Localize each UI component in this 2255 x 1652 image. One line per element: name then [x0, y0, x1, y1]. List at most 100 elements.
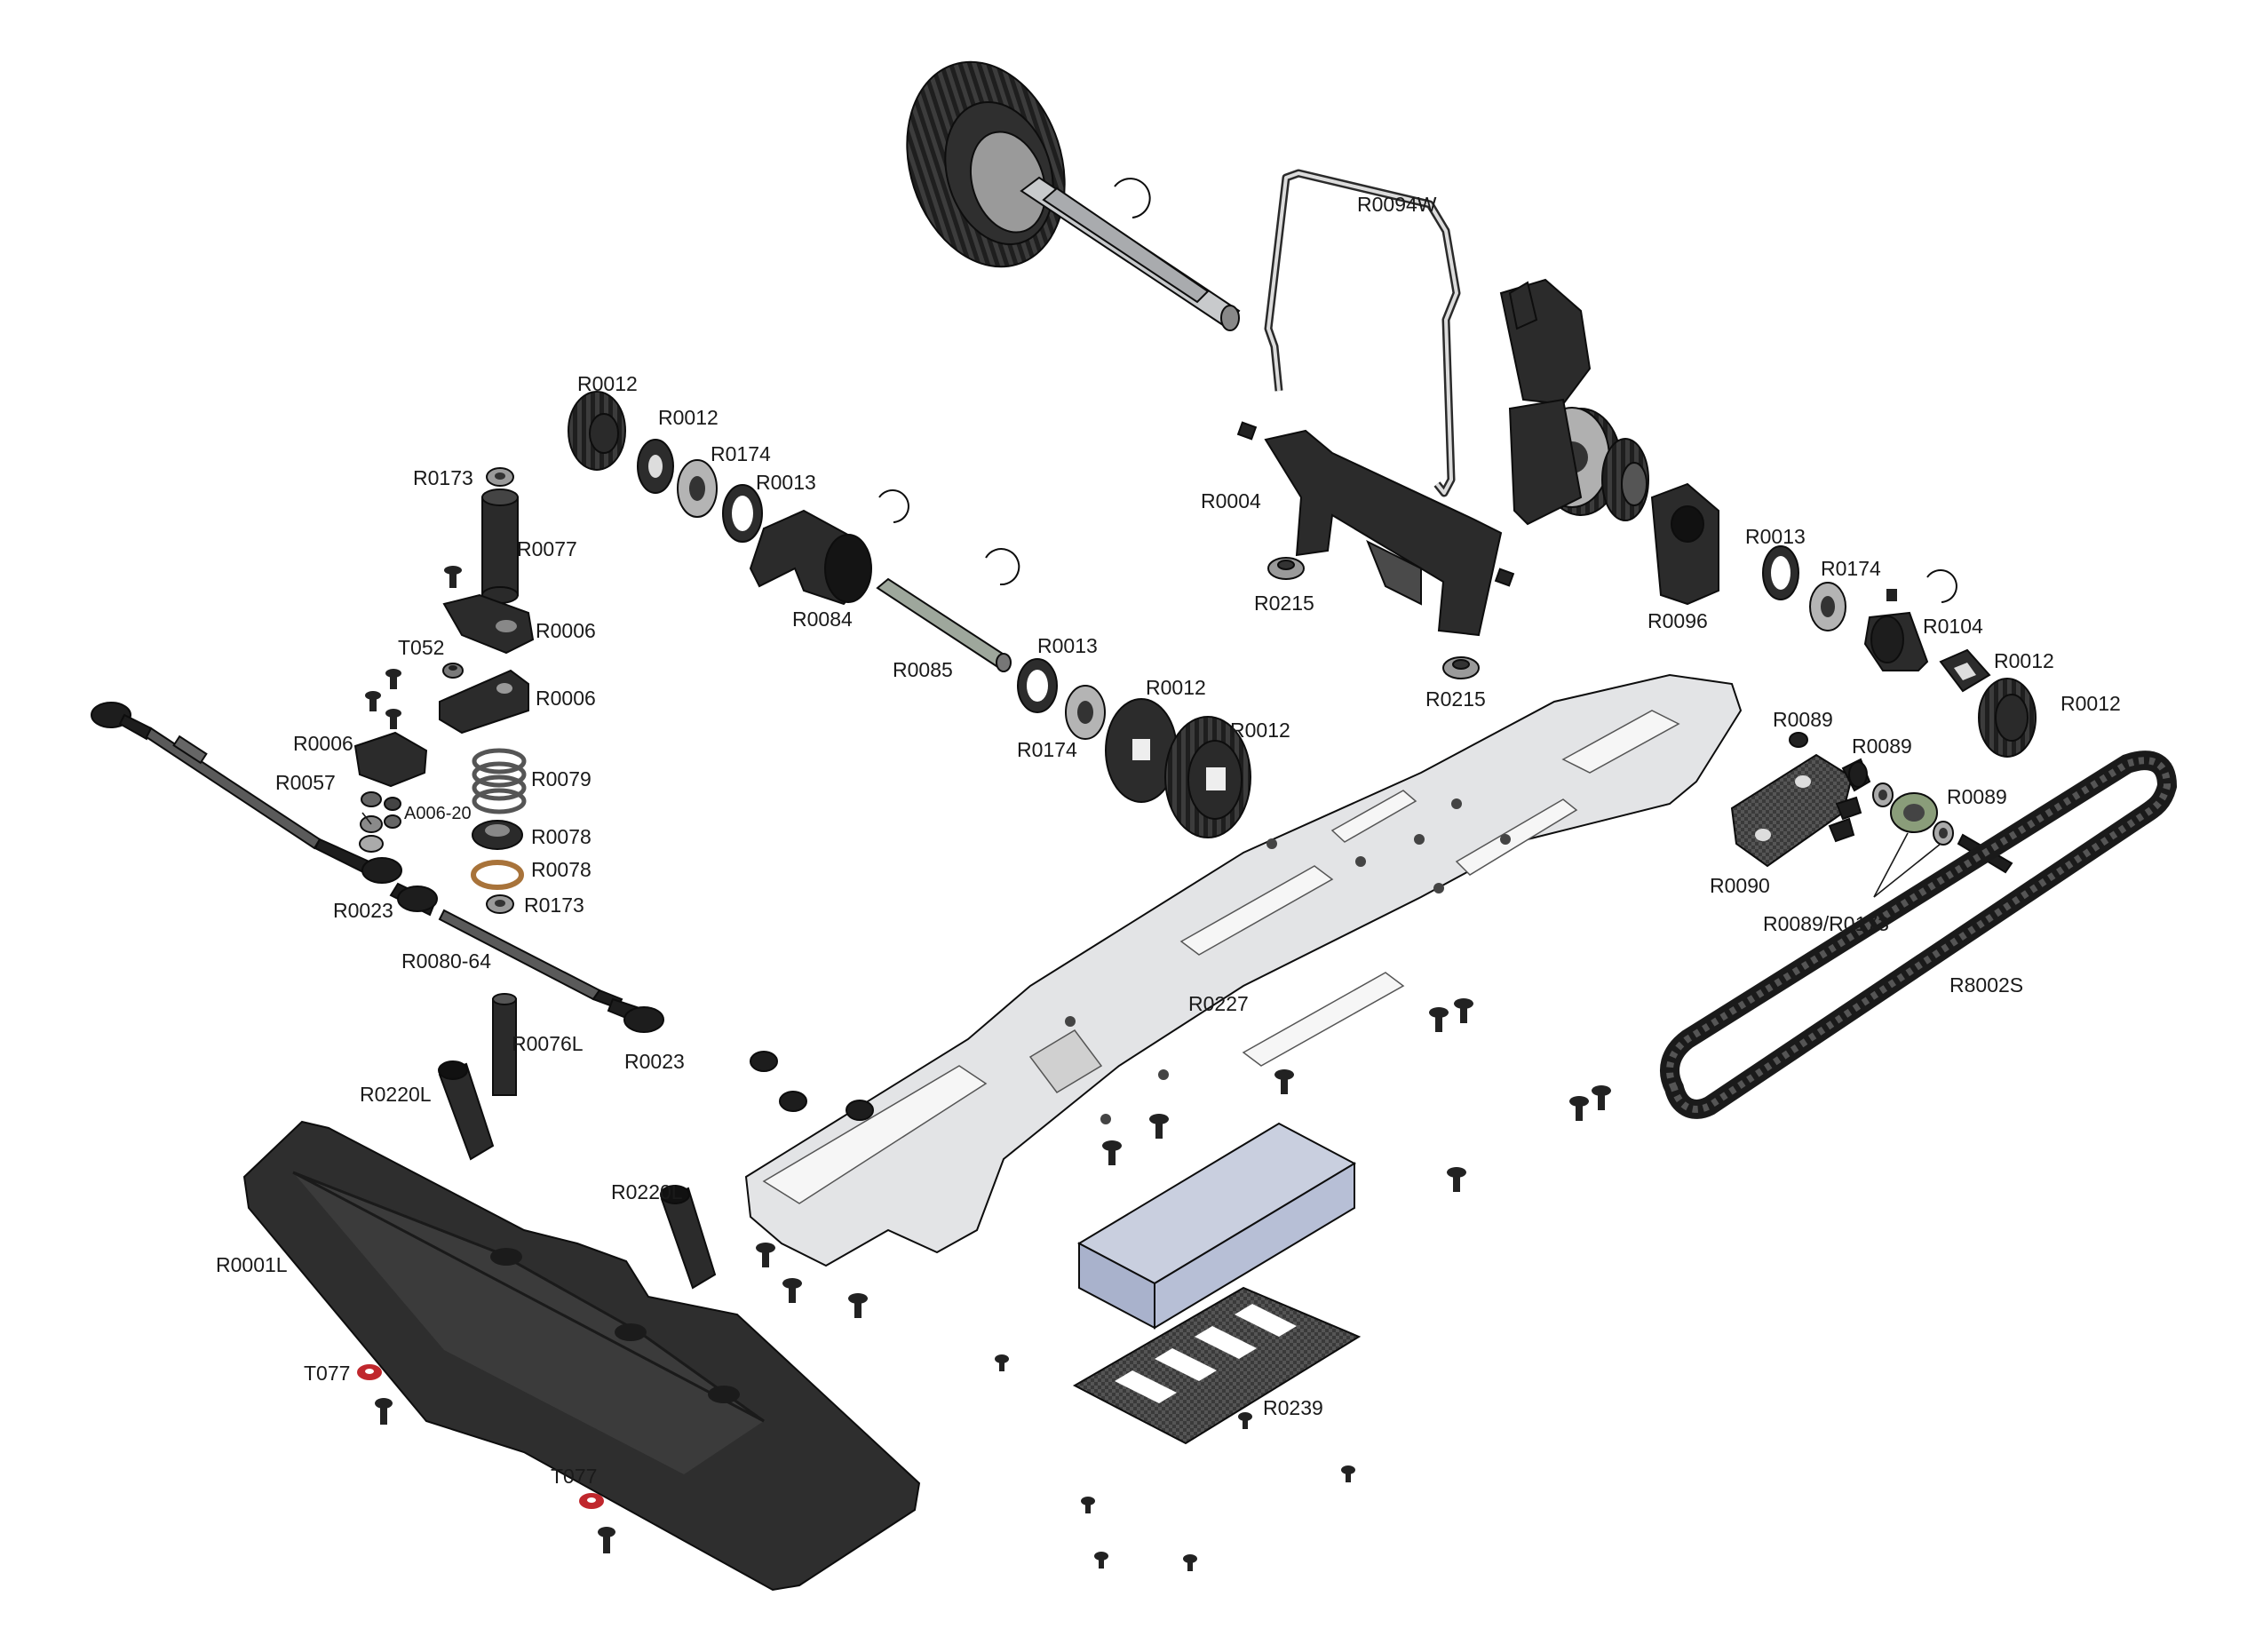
label-r0173-a: R0173: [413, 466, 473, 489]
timing-belt-r8002s: [1660, 751, 2178, 1119]
bearing-r0215-a: [1267, 557, 1305, 580]
label-r0084: R0084: [792, 608, 853, 631]
label-r0174-c: R0174: [1821, 557, 1881, 580]
label-r0012-a: R0012: [577, 372, 638, 395]
washer-r0078: [471, 860, 524, 890]
bearing-r0174-right: [1809, 582, 1846, 631]
chassis-plate-r0227: [744, 673, 1743, 1267]
label-r0012-f: R0012: [2060, 692, 2121, 715]
nut-r0078: [472, 820, 523, 850]
label-a006-20: A006-20: [404, 804, 472, 823]
label-r0215-b: R0215: [1425, 687, 1486, 711]
chassis-screw-icons: [756, 998, 1611, 1571]
label-r0104: R0104: [1923, 615, 1983, 638]
label-r0090: R0090: [1710, 874, 1770, 897]
label-r8002s: R8002S: [1949, 973, 2023, 997]
pulley-r0012-mid: [1164, 716, 1251, 838]
shaft-r0085: [876, 577, 1012, 672]
e-clip-icon-right: [1926, 569, 1957, 603]
tie-rod-upper: [91, 702, 402, 884]
nut-t052: [442, 663, 464, 679]
label-r0089-b: R0089: [1852, 735, 1912, 758]
rear-bulkhead: [1236, 421, 1515, 637]
label-t077-a: T077: [304, 1362, 350, 1385]
e-clip-icon: [1114, 178, 1151, 218]
label-r0078-a: R0078: [531, 825, 592, 848]
ballstud-r0057: [359, 791, 384, 853]
seal-r0013-left: [722, 484, 763, 543]
label-r0004: R0004: [1201, 489, 1261, 512]
layshaft-pulley-assembly: [1499, 278, 1649, 526]
e-clip-icon-mid: [985, 548, 1020, 586]
label-r0023-b: R0023: [624, 1050, 685, 1073]
label-r0089-a: R0089: [1773, 708, 1833, 731]
screw-icon: [444, 566, 462, 588]
pulley-r0012-right: [1978, 678, 2037, 758]
label-r0215-a: R0215: [1254, 592, 1314, 615]
label-r0174-b: R0174: [1017, 738, 1077, 761]
e-clip-icon-left: [878, 489, 909, 523]
seal-r0013-mid: [1017, 658, 1058, 713]
label-r0227: R0227: [1188, 992, 1249, 1015]
seal-r0013-right: [1762, 545, 1799, 600]
part-labels: R0094W R0012 R0012 R0174 R0013 R0173 R00…: [216, 193, 2121, 1488]
label-r0012-b: R0012: [658, 406, 719, 429]
insert-a006-20: [384, 797, 401, 829]
label-r0001l: R0001L: [216, 1253, 288, 1276]
servo-saver-r0006-mid: [439, 669, 529, 735]
label-r0006-a: R0006: [536, 619, 596, 642]
bearing-carrier-r0096: [1650, 482, 1719, 606]
bumper-post-r0220l-right: [660, 1185, 717, 1290]
hub-r0104: [1863, 611, 1929, 671]
label-r0089-r0173: R0089/R0173: [1763, 912, 1889, 935]
label-r0013-c: R0013: [1745, 525, 1806, 548]
label-r0013-b: R0013: [1037, 634, 1098, 657]
front-bumper-r0001l: [242, 1120, 921, 1592]
screw-icon-pair: [365, 669, 401, 729]
spur-gear-axle-assembly: [906, 60, 1241, 331]
battery-pack: [1076, 1122, 1357, 1330]
bearing-r0215-b: [1442, 656, 1480, 679]
label-r0012-d: R0012: [1230, 719, 1290, 742]
label-r0085: R0085: [893, 658, 953, 681]
label-r0076l: R0076L: [512, 1032, 584, 1055]
servo-saver-r0006-top: [442, 593, 535, 655]
label-r0012-e: R0012: [1994, 649, 2054, 672]
tie-rod-lower: [389, 882, 664, 1033]
label-r0173-b: R0173: [524, 894, 584, 917]
label-t052: T052: [398, 636, 444, 659]
label-r0012-c: R0012: [1146, 676, 1206, 699]
red-washer-t077-a: [357, 1364, 382, 1380]
label-r0079: R0079: [531, 767, 592, 790]
flange-r0012-mid: [1105, 698, 1178, 803]
label-r0013-a: R0013: [756, 471, 816, 494]
screw-icon-t077-b: [598, 1527, 615, 1553]
bearing-housing-r0084: [749, 509, 872, 606]
label-r0006-b: R0006: [536, 687, 596, 710]
label-r0023-a: R0023: [333, 899, 393, 922]
label-r0096: R0096: [1648, 609, 1708, 632]
chassis-nut-icons: [750, 1051, 874, 1121]
bearing-r0174-left: [677, 459, 718, 518]
label-r0077: R0077: [517, 537, 577, 560]
bearing-r0174-mid: [1065, 685, 1106, 740]
wing-mount-wire: [1264, 169, 1461, 497]
label-r0006-c: R0006: [293, 732, 353, 755]
screw-icon-t077-a: [375, 1398, 393, 1425]
red-washer-t077-b: [579, 1493, 604, 1509]
label-r0220l-a: R0220L: [360, 1083, 432, 1106]
label-r0220l-b: R0220L: [611, 1180, 683, 1203]
flange-r0012-left: [637, 439, 674, 494]
label-r0080-64: R0080-64: [401, 949, 491, 973]
pulley-r0012-left: [568, 391, 626, 471]
post-r0076l: [492, 993, 517, 1096]
bearing-r0173-bottom: [486, 894, 514, 914]
battery-strap-r0239: [1072, 1286, 1362, 1445]
label-r0089-c: R0089: [1947, 785, 2007, 808]
label-r0057: R0057: [275, 771, 336, 794]
flange-r0012-right: [1939, 648, 1991, 693]
label-r0239: R0239: [1263, 1396, 1323, 1419]
grub-screw-icon: [1886, 589, 1897, 601]
label-r0094w: R0094W: [1357, 193, 1437, 216]
